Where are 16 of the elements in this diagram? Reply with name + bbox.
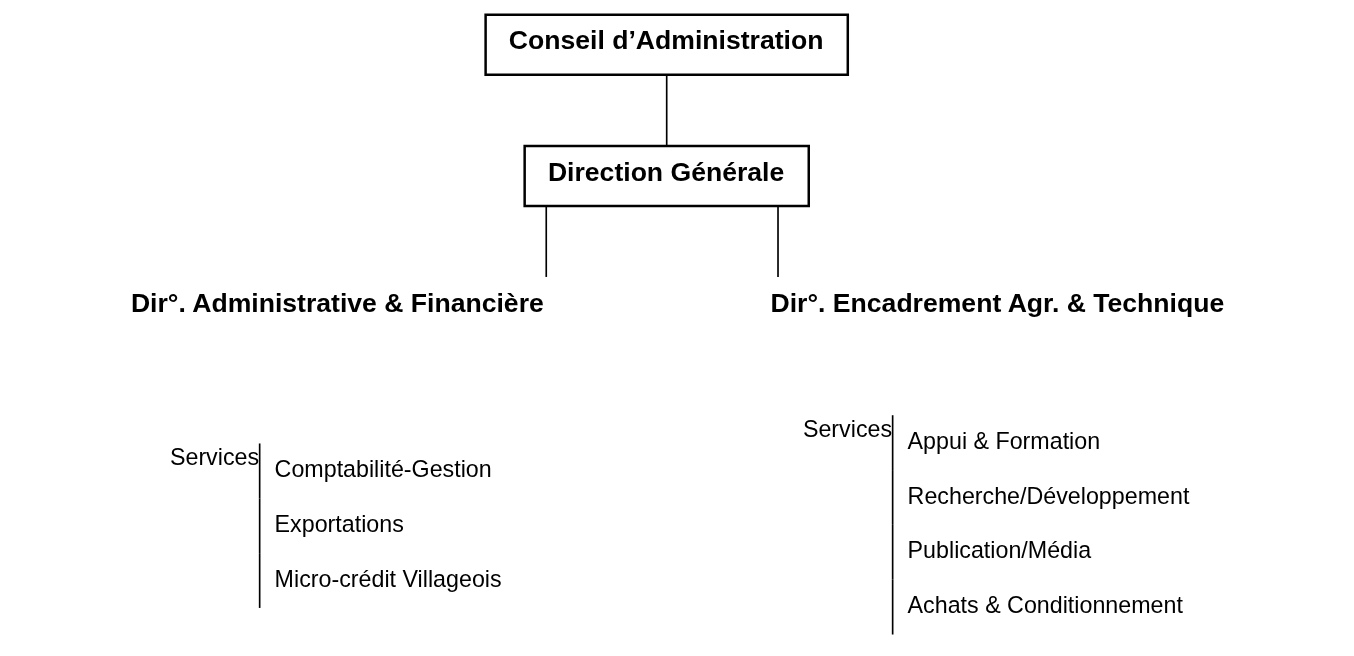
node-label: Micro-crédit Villageois bbox=[274, 565, 502, 592]
connector bbox=[776, 205, 779, 278]
node-text: Dir°. Administrative & Financière bbox=[130, 287, 544, 318]
node-label: Services bbox=[169, 444, 259, 471]
node-label: Publication/Média bbox=[907, 537, 1091, 564]
node-label: Comptabilité-Gestion bbox=[274, 456, 492, 483]
node-box: Direction Générale bbox=[522, 144, 810, 208]
node-label: Appui & Formation bbox=[907, 427, 1100, 454]
node-label: Exportations bbox=[274, 510, 404, 537]
node-label: Achats & Conditionnement bbox=[907, 592, 1183, 619]
node-text: Dir°. Encadrement Agr. & Technique bbox=[770, 287, 1224, 318]
connector bbox=[665, 74, 668, 147]
node-label: Services bbox=[802, 416, 892, 443]
connector bbox=[544, 205, 547, 278]
node-box: Conseil d’Administration bbox=[483, 13, 849, 76]
node-label: Recherche/Développement bbox=[907, 482, 1189, 509]
